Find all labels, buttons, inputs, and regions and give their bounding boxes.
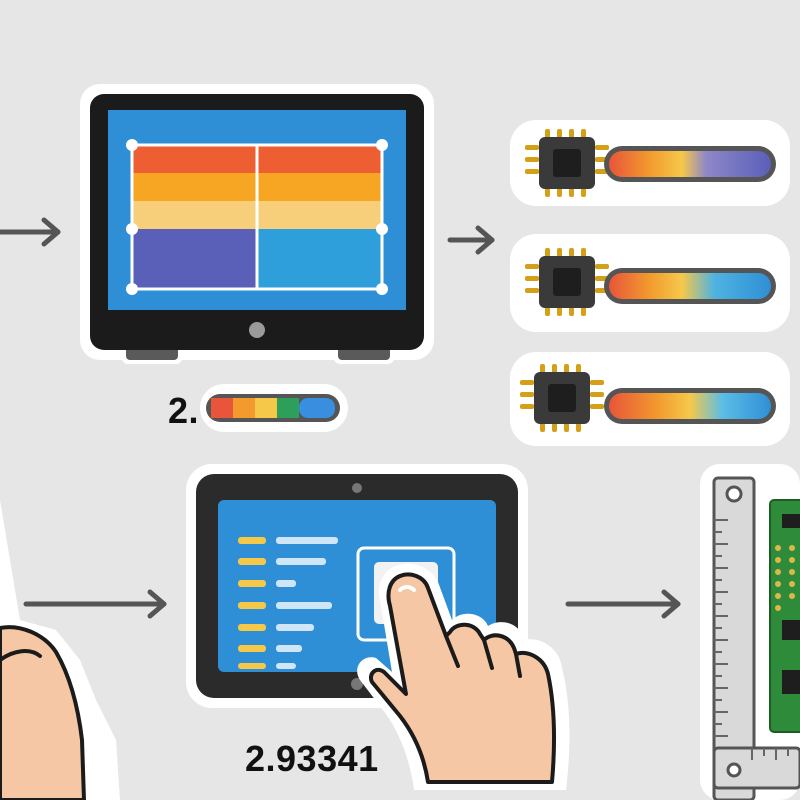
list-item	[238, 537, 338, 544]
hand-icon	[0, 500, 120, 800]
gradient-bar-icon	[604, 146, 776, 182]
gradient-bar-icon	[604, 388, 776, 424]
list-item	[238, 624, 314, 631]
arrow-right-icon	[565, 589, 681, 619]
arrow-right-icon	[447, 225, 495, 255]
list-item	[238, 645, 302, 652]
pointing-hand-icon	[357, 563, 570, 790]
monitor-caption: 2.	[168, 390, 200, 431]
list-item	[238, 558, 326, 565]
monitor-icon	[80, 84, 434, 364]
circuit-board-icon	[769, 499, 800, 733]
list-item	[238, 580, 296, 587]
gradient-bar-icon	[604, 268, 776, 304]
tablet-caption: 2.93341	[245, 738, 379, 779]
list-item	[238, 602, 332, 609]
arrow-right-icon	[23, 589, 167, 619]
chip-icon	[525, 129, 609, 197]
arrow-right-icon	[0, 217, 61, 247]
chip-icon	[525, 248, 609, 316]
list-item	[238, 663, 296, 669]
gradient-bar-icon	[200, 384, 348, 432]
chip-icon	[520, 364, 604, 432]
